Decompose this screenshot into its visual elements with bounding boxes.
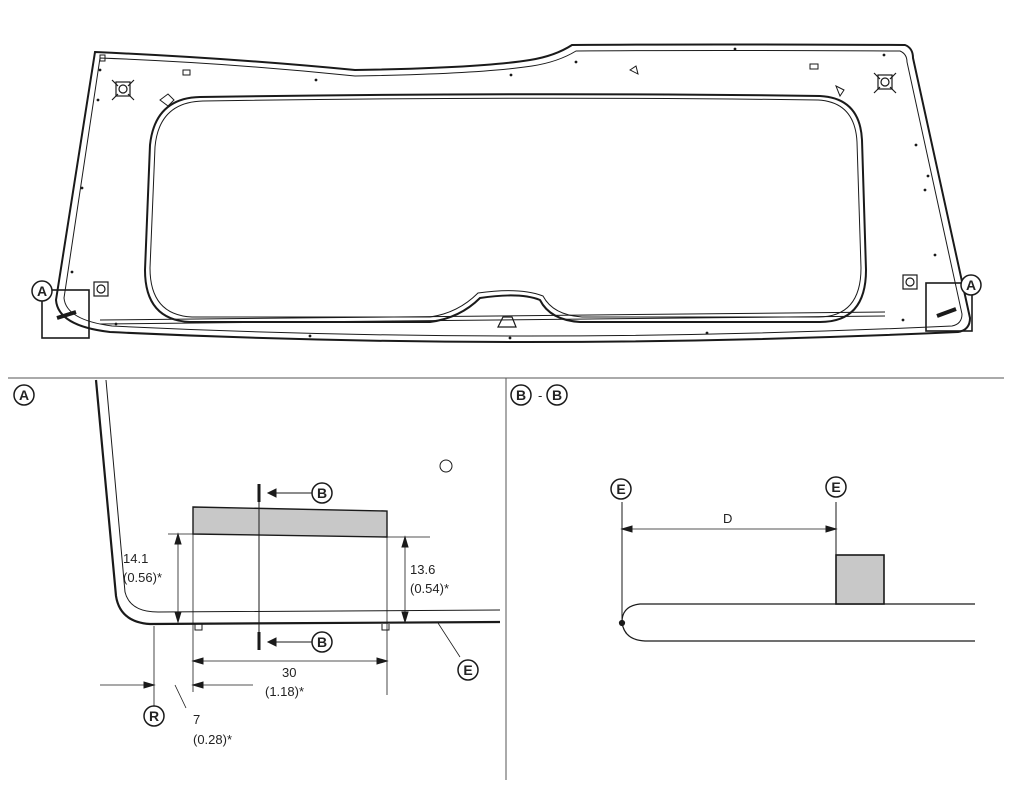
svg-text:A: A bbox=[19, 387, 29, 403]
molding-section bbox=[835, 554, 885, 605]
glass-edge bbox=[94, 379, 501, 626]
glass-inner-edge bbox=[105, 379, 501, 613]
svg-text:E: E bbox=[463, 662, 472, 678]
dim-width-in: (1.18)* bbox=[265, 684, 304, 699]
svg-text:B: B bbox=[552, 387, 562, 403]
overview-view bbox=[41, 43, 973, 343]
svg-text:E: E bbox=[831, 479, 840, 495]
dim-offset: 7 bbox=[193, 712, 200, 727]
svg-text:R: R bbox=[149, 708, 159, 724]
detail-a-label: A bbox=[13, 384, 35, 406]
dim-left-height-in: (0.56)* bbox=[123, 570, 162, 585]
dim-width: 30 bbox=[282, 665, 296, 680]
overview-dots bbox=[70, 47, 937, 340]
window-opening-inner bbox=[149, 97, 862, 318]
dim-right-height: 13.6 bbox=[410, 562, 435, 577]
detail-box-a-left bbox=[41, 289, 90, 339]
callout-e-right: E bbox=[825, 476, 847, 498]
molding-strip bbox=[192, 506, 388, 538]
svg-text:B: B bbox=[516, 387, 526, 403]
callout-b-top: B bbox=[311, 482, 333, 504]
glass-section bbox=[621, 603, 975, 642]
svg-text:A: A bbox=[966, 277, 976, 293]
detail-a-view bbox=[94, 379, 501, 709]
callout-e-left: E bbox=[610, 478, 632, 500]
dim-left-height: 14.1 bbox=[123, 551, 148, 566]
dim-right-height-in: (0.54)* bbox=[410, 581, 449, 596]
svg-text:-: - bbox=[538, 388, 542, 403]
section-b-label: B - B bbox=[510, 384, 568, 406]
clip-icon bbox=[93, 281, 109, 297]
clip-icon bbox=[111, 79, 135, 101]
clip-icon bbox=[873, 72, 897, 94]
molding-mark-right bbox=[936, 307, 957, 318]
wiper-mount bbox=[497, 316, 517, 328]
svg-text:B: B bbox=[317, 485, 327, 501]
callout-b-bottom: B bbox=[311, 631, 333, 653]
svg-text:E: E bbox=[616, 481, 625, 497]
dim-distance-d: D bbox=[723, 511, 732, 526]
callout-r: R bbox=[143, 705, 165, 727]
glass-inner-outline bbox=[63, 50, 963, 337]
callout-a-right: A bbox=[960, 274, 982, 296]
hole bbox=[439, 459, 453, 473]
clip-icon bbox=[902, 274, 918, 290]
clip-icon bbox=[99, 54, 845, 107]
svg-text:B: B bbox=[317, 634, 327, 650]
callout-e-detail-a: E bbox=[457, 659, 479, 681]
callout-a-left: A bbox=[31, 280, 53, 302]
section-b-view bbox=[618, 502, 975, 642]
molding-mark-left bbox=[56, 310, 77, 320]
svg-text:A: A bbox=[37, 283, 47, 299]
detail-box-a-right bbox=[925, 282, 973, 332]
lower-trim-line bbox=[99, 311, 886, 321]
dim-offset-in: (0.28)* bbox=[193, 732, 232, 747]
window-opening bbox=[143, 93, 868, 323]
glass-outline bbox=[54, 43, 972, 343]
